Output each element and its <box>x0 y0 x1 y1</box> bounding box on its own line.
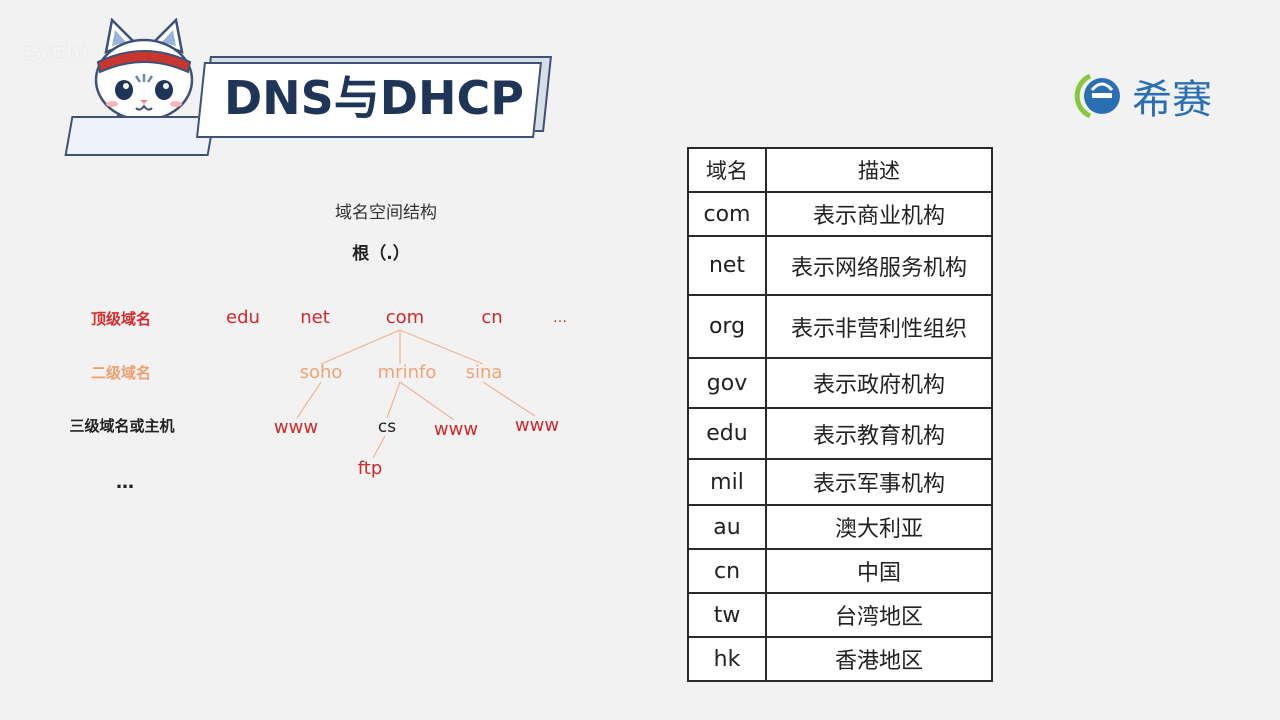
table-row: com 表示商业机构 <box>687 191 993 237</box>
table-cell-domain: tw <box>687 592 767 638</box>
brand-logo-icon <box>1074 73 1120 119</box>
second-domain-node: sina <box>465 362 503 383</box>
level-label-third: 三级域名或主机 <box>69 417 175 435</box>
table-cell-description: 澳大利亚 <box>765 504 993 550</box>
table-cell-description: 中国 <box>765 548 993 594</box>
top-domain-node: net <box>300 307 330 328</box>
table-row: hk 香港地区 <box>687 636 993 682</box>
table-cell-domain: edu <box>687 407 767 460</box>
table-cell-domain: net <box>687 235 767 296</box>
table-row: net 表示网络服务机构 <box>687 235 993 296</box>
table-cell-description: 表示政府机构 <box>765 357 993 409</box>
table-header-row: 域名 描述 <box>687 147 993 193</box>
table-cell-domain: com <box>687 191 767 237</box>
top-domain-node: … <box>553 310 567 326</box>
top-domain-node: edu <box>226 307 260 328</box>
host-node: www <box>273 417 319 438</box>
domain-table: 域名 描述 com 表示商业机构 net 表示网络服务机构 org 表示非营利性… <box>687 147 993 682</box>
table-cell-domain: hk <box>687 636 767 682</box>
top-domain-node: cn <box>481 307 503 328</box>
table-cell-description: 香港地区 <box>765 636 993 682</box>
table-row: tw 台湾地区 <box>687 592 993 638</box>
table-cell-description: 表示军事机构 <box>765 458 993 506</box>
table-header-cell: 描述 <box>765 147 993 193</box>
root-node: 根（.） <box>352 244 410 264</box>
level-label-second: 二级域名 <box>90 364 152 382</box>
table-cell-domain: mil <box>687 458 767 506</box>
table-cell-description: 表示教育机构 <box>765 407 993 460</box>
table-row: mil 表示军事机构 <box>687 458 993 506</box>
table-cell-description: 台湾地区 <box>765 592 993 638</box>
diagram-caption: 域名空间结构 <box>335 203 437 223</box>
host-node: www <box>433 419 479 440</box>
table-header-cell: 域名 <box>687 147 767 193</box>
brand: 希赛 <box>1072 68 1212 124</box>
table-cell-domain: cn <box>687 548 767 594</box>
fourth-level-node: ftp <box>357 458 383 479</box>
page-title: DNS与DHCP <box>224 71 524 125</box>
host-node: www <box>514 415 560 436</box>
host-node: cs <box>377 417 397 437</box>
table-cell-domain: org <box>687 294 767 359</box>
second-domain-node: mrinfo <box>377 362 437 383</box>
table-row: org 表示非营利性组织 <box>687 294 993 359</box>
table-row: gov 表示政府机构 <box>687 357 993 409</box>
table-cell-description: 表示商业机构 <box>765 191 993 237</box>
second-domain-node: soho <box>299 362 343 383</box>
level-label-top: 顶级域名 <box>90 310 152 328</box>
table-cell-domain: gov <box>687 357 767 409</box>
table-row: cn 中国 <box>687 548 993 594</box>
table-cell-description: 表示非营利性组织 <box>765 294 993 359</box>
table-row: edu 表示教育机构 <box>687 407 993 460</box>
table-cell-description: 表示网络服务机构 <box>765 235 993 296</box>
level-label-more: … <box>116 472 134 493</box>
top-domain-node: com <box>385 307 425 328</box>
table-row: au 澳大利亚 <box>687 504 993 550</box>
brand-name: 希赛 <box>1132 77 1212 123</box>
table-cell-domain: au <box>687 504 767 550</box>
